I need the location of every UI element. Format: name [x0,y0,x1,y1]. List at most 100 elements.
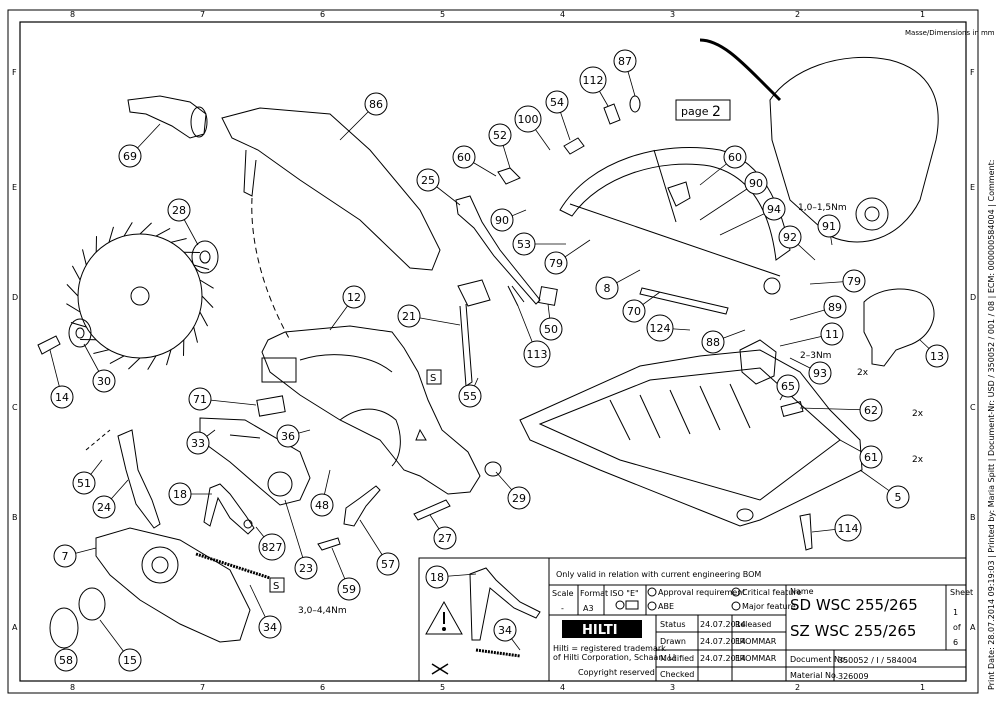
callout-bubble-30[interactable] [92,369,116,393]
housing-window [261,357,297,383]
lever-25 [455,195,541,305]
callout-bubble-100[interactable] [514,105,542,133]
bar-70 [639,287,729,315]
callout-bubble-18[interactable] [425,565,449,589]
callout-bubble-62[interactable] [859,398,883,422]
arm-21 [457,279,491,387]
part-65 [780,400,804,418]
callout-bubble-59[interactable] [337,577,361,601]
part-number-92: 92 [783,231,797,244]
callout-bubble-92[interactable] [778,225,802,249]
callout-bubble-70[interactable] [622,299,646,323]
grid-row-A-right: A [970,623,976,632]
part-number-25: 25 [421,174,435,187]
grid-col-7-top: 7 [200,10,205,19]
grid-col-6-bottom: 6 [320,683,325,692]
callout-bubble-29[interactable] [507,486,531,510]
callout-bubble-69[interactable] [118,144,142,168]
callout-bubble-86[interactable] [364,92,388,116]
abe-label: ABE [658,602,674,611]
grid-col-4-top: 4 [560,10,565,19]
callout-bubble-52[interactable] [488,123,512,147]
callout-bubble-14[interactable] [50,385,74,409]
callout-bubble-79[interactable] [544,251,568,275]
callout-bubble-60[interactable] [452,145,476,169]
callout-bubble-90[interactable] [490,208,514,232]
screw-14 [37,335,61,355]
callout-bubble-25[interactable] [416,168,440,192]
callout-bubble-114[interactable] [834,514,862,542]
page-ref-box[interactable] [675,99,731,121]
callout-bubble-34[interactable] [258,615,282,639]
callout-bubble-13[interactable] [925,344,949,368]
callout-bubble-51[interactable] [72,471,96,495]
callout-bubble-28[interactable] [167,198,191,222]
trademark-line-1: Hilti = registered trademark [553,644,666,653]
callout-bubble-65[interactable] [776,374,800,398]
callout-bubble-91[interactable] [817,214,841,238]
part-number-100: 100 [518,113,539,126]
lever-18 [203,483,255,535]
hilti-logo [562,620,642,638]
callout-bubble-71[interactable] [188,387,212,411]
part-number-79: 79 [549,257,563,270]
callout-bubble-57[interactable] [376,552,400,576]
callout-bubble-61[interactable] [859,445,883,469]
grid-row-D-left: D [12,293,18,302]
callout-bubble-27[interactable] [433,526,457,550]
callout-bubble-55[interactable] [458,384,482,408]
status-date: 24.07.2014 [700,620,746,629]
callout-bubble-58[interactable] [54,648,78,672]
callout-bubble-93[interactable] [808,361,832,385]
callout-bubble-94[interactable] [762,197,786,221]
callout-bubble-36[interactable] [276,424,300,448]
grid-col-5-bottom: 5 [440,683,445,692]
callout-bubble-5[interactable] [886,485,910,509]
part-number-29: 29 [512,492,526,505]
callout-bubble-53[interactable] [512,232,536,256]
torque-note-top: 1,0–1,5Nm [798,203,847,213]
motor-housing-12 [261,325,481,495]
callout-bubble-15[interactable] [118,648,142,672]
callout-bubble-50[interactable] [539,317,563,341]
callout-bubble-124[interactable] [646,314,674,342]
units-note: Masse/Dimensions in mm [905,29,995,37]
part-number-55: 55 [463,390,477,403]
copyright: Copyright reserved [578,668,655,677]
callout-bubble-112[interactable] [579,66,607,94]
part-number-94: 94 [767,203,781,216]
part-number-48: 48 [315,499,329,512]
callout-bubble-48[interactable] [310,493,334,517]
drawn-label: Drawn [660,637,686,646]
washer-29 [484,461,502,477]
s-marker-2: S [273,581,279,592]
callout-bubble-21[interactable] [397,304,421,328]
callout-bubble-90[interactable] [744,171,768,195]
callout-bubble-827[interactable] [258,533,286,561]
callout-bubble-11[interactable] [820,322,844,346]
callout-bubble-60[interactable] [723,145,747,169]
format-value: A3 [583,604,594,613]
callout-bubble-33[interactable] [186,431,210,455]
dust-nozzle-69 [127,95,207,139]
spring-113 [507,285,525,307]
callout-bubble-113[interactable] [523,340,551,368]
callout-bubble-8[interactable] [595,276,619,300]
callout-bubble-87[interactable] [613,49,637,73]
callout-bubble-7[interactable] [53,544,77,568]
iso-label: ISO "E" [610,589,639,598]
callout-bubble-24[interactable] [92,495,116,519]
part-number-90: 90 [749,177,763,190]
callout-bubble-79[interactable] [842,269,866,293]
part-number-70: 70 [627,305,641,318]
callout-bubble-88[interactable] [701,330,725,354]
callout-bubble-18[interactable] [168,482,192,506]
callout-bubble-34[interactable] [493,618,517,642]
callout-bubble-12[interactable] [342,285,366,309]
callout-bubble-54[interactable] [545,90,569,114]
lever-60b [667,181,691,207]
callout-bubble-89[interactable] [823,295,847,319]
bracket-11 [739,339,777,385]
grid-col-2-bottom: 2 [795,683,800,692]
callout-bubble-23[interactable] [294,556,318,580]
